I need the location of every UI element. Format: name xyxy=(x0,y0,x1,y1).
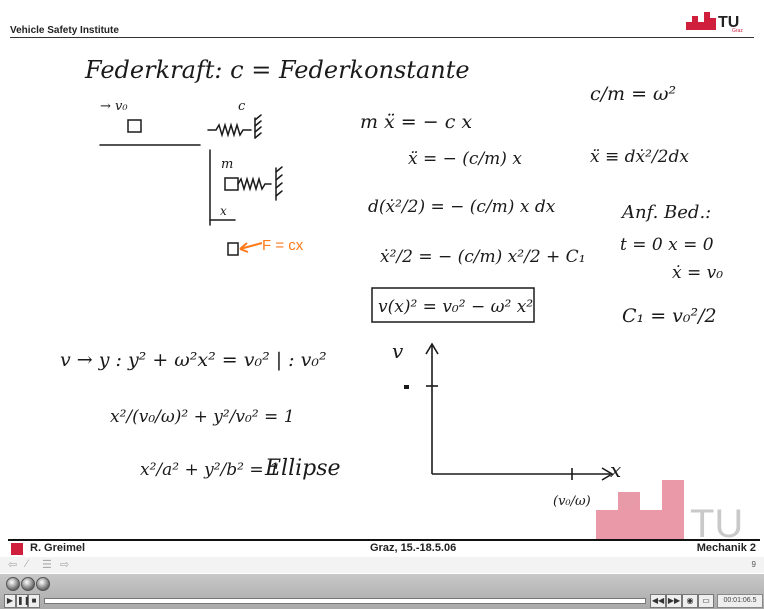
displacement-label: x xyxy=(220,204,227,218)
logo-text: TU xyxy=(718,14,739,31)
handwritten-slide: Federkraft: c = Federkonstante → v₀ c m … xyxy=(60,56,743,540)
initial-condition-t0: t = 0 x = 0 xyxy=(620,235,714,255)
media-player-bar: ▶ ❚❚ ■ ◀◀ ▶▶ ◉ ▭ 00:01:06.5 xyxy=(0,574,764,609)
equation-energy-differential: d(ẋ²/2) = − (c/m) x dx xyxy=(368,197,556,217)
watermark-text: TU xyxy=(690,502,743,540)
playback-time: 00:01:06.5 xyxy=(717,594,763,608)
seek-track[interactable] xyxy=(44,598,646,604)
integration-constant: C₁ = v₀²/2 xyxy=(622,305,717,327)
equation-acceleration: ẍ = − (c/m) x xyxy=(408,149,522,169)
stop-icon[interactable]: ■ xyxy=(28,594,40,608)
ellipse-normalized: x²/(v₀/ω)² + y²/v₀² = 1 xyxy=(110,407,295,427)
page-number: 9 xyxy=(751,560,756,569)
author-name: R. Greimel xyxy=(30,542,86,554)
graph-v-axis-label: v xyxy=(392,339,404,363)
initial-condition-velocity: ẋ = v₀ xyxy=(672,263,723,283)
logo-sub: Graz xyxy=(732,28,743,34)
graph-x-axis-label: x xyxy=(610,458,621,482)
boxed-equation-frame xyxy=(371,287,535,323)
equation-motion: m ẍ = − c x xyxy=(360,111,472,133)
force-label: F = cx xyxy=(262,237,304,254)
spring-top xyxy=(207,122,252,138)
force-arrow xyxy=(239,242,263,250)
footer-accent xyxy=(11,543,23,555)
spring-force-heading: Federkraft: c = Federkonstante xyxy=(84,56,470,84)
substitution-equation: v → y : y² + ω²x² = v₀² | : v₀² xyxy=(60,349,327,371)
close-window-icon[interactable] xyxy=(6,577,20,591)
forward-arrow-icon[interactable]: ⇨ xyxy=(60,559,70,571)
back-arrow-icon[interactable]: ⇦ xyxy=(8,559,18,571)
play-icon[interactable]: ▶ xyxy=(4,594,16,608)
spring-side xyxy=(237,176,272,192)
mass-block-force xyxy=(227,242,239,256)
equation-integrated: ẋ²/2 = − (c/m) x²/2 + C₁ xyxy=(380,247,586,267)
rewind-icon[interactable]: ◀◀ xyxy=(650,594,666,608)
menu-icon[interactable]: ☰ xyxy=(42,559,52,571)
pen-icon[interactable]: ⁄ xyxy=(26,558,28,570)
mass-block-side xyxy=(224,177,239,191)
slide-footer: R. Greimel Graz, 15.-18.5.06 Mechanik 2 xyxy=(8,539,760,558)
fullscreen-icon[interactable]: ▭ xyxy=(698,594,714,608)
ellipse-standard-form: x²/a² + y²/b² = 1 xyxy=(140,460,280,480)
mass-label: m xyxy=(221,157,233,172)
omega-definition: c/m = ω² xyxy=(590,83,676,105)
minimize-window-icon[interactable] xyxy=(21,577,35,591)
velocity-label: → v₀ xyxy=(100,99,128,114)
tu-graz-logo: TU Graz xyxy=(686,12,743,34)
institute-name: Vehicle Safety Institute xyxy=(10,25,119,36)
graph-x-tick-label: (v₀/ω) xyxy=(553,494,591,509)
tu-watermark: TU xyxy=(596,480,743,540)
course-title: Mechanik 2 xyxy=(696,542,756,554)
equation-velocity-boxed: v(x)² = v₀² − ω² x² xyxy=(378,297,533,317)
mass-block-top xyxy=(127,119,142,133)
slide-navigation-bar: ⇦ ⁄ ☰ ⇨ 9 xyxy=(0,557,764,573)
xdd-identity: ẍ ≡ dẋ²/2dx xyxy=(590,147,689,167)
fast-forward-icon[interactable]: ▶▶ xyxy=(666,594,682,608)
event-location-date: Graz, 15.-18.5.06 xyxy=(370,542,457,554)
volume-icon[interactable]: ◉ xyxy=(682,594,698,608)
initial-conditions-heading: Anf. Bed.: xyxy=(620,202,711,223)
header-divider xyxy=(10,37,754,38)
zoom-window-icon[interactable] xyxy=(36,577,50,591)
pause-icon[interactable]: ❚❚ xyxy=(16,594,30,608)
cursor-dot xyxy=(404,385,409,389)
spring-constant-label: c xyxy=(238,99,246,114)
ellipse-word: Ellipse xyxy=(264,456,341,481)
slide-header: Vehicle Safety Institute TU Graz xyxy=(0,0,764,38)
